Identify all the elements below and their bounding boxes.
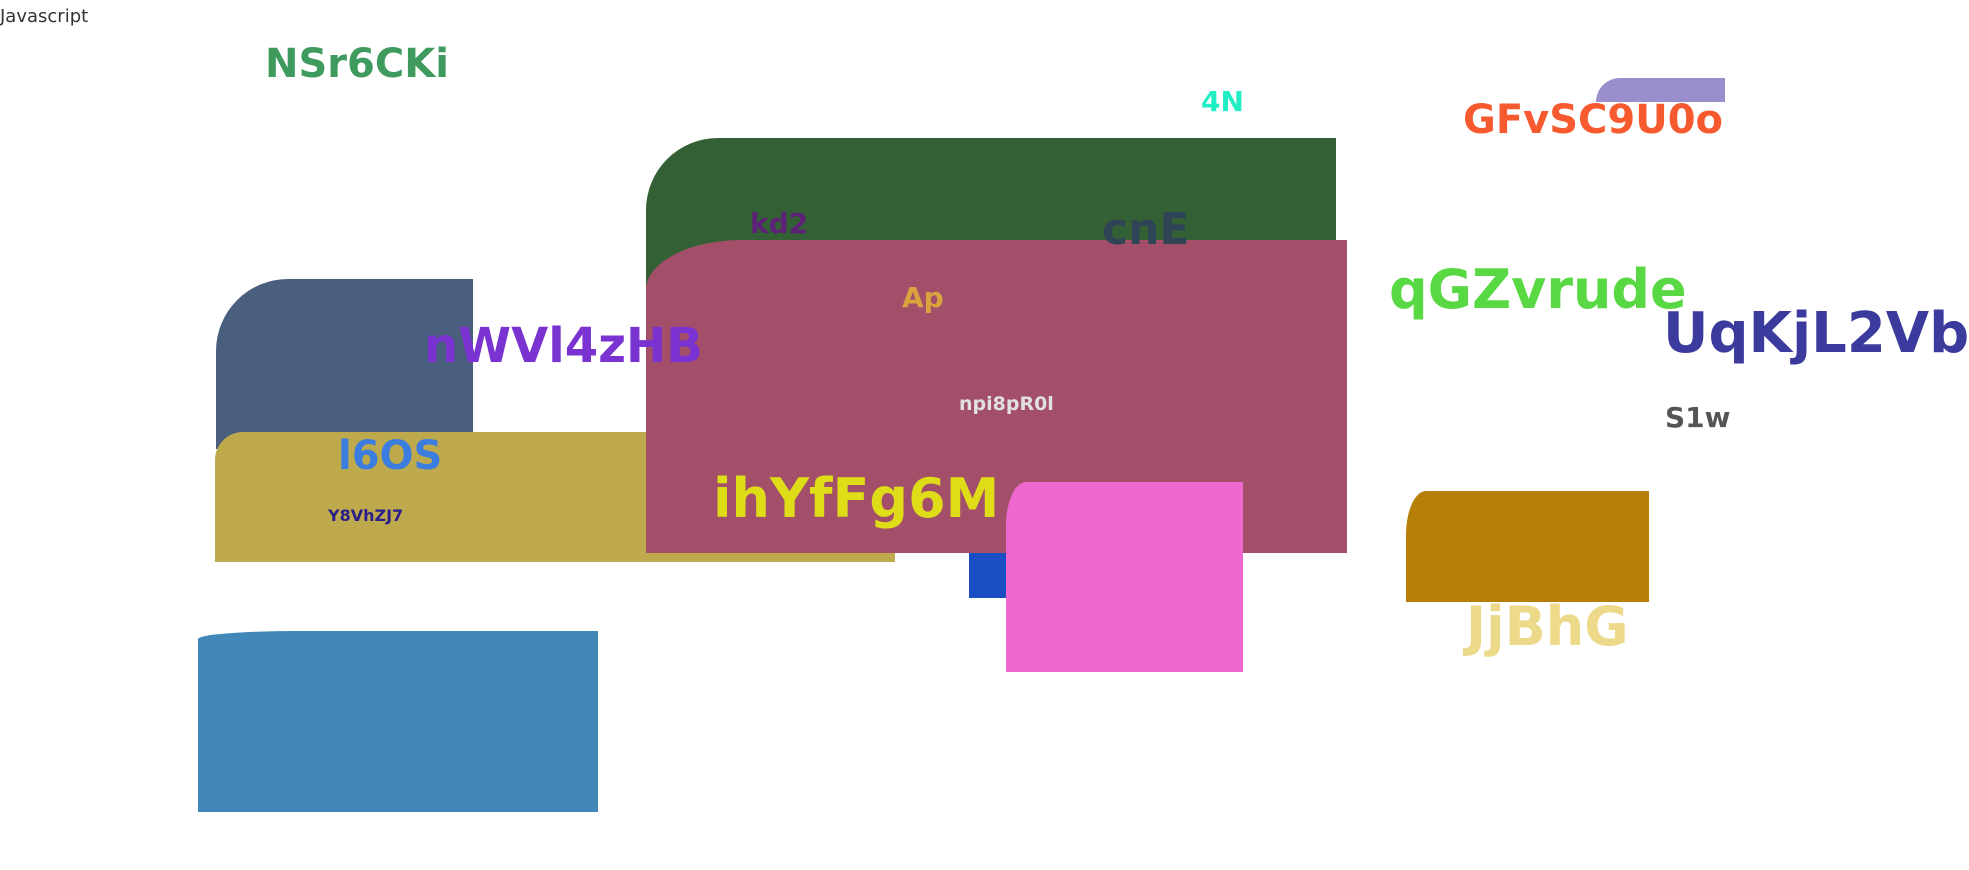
label-nwvl4zhb: nWVl4zHB: [424, 318, 703, 374]
amber-panel: [1406, 491, 1649, 602]
label-l6os: l6OS: [338, 433, 443, 479]
slate-panel: [216, 279, 473, 449]
label-y8vhzj7: Y8VhZJ7: [328, 506, 404, 525]
label-gfvsc9u0o: GFvSC9U0o: [1463, 97, 1724, 143]
label-kd2: kd2: [750, 207, 809, 240]
steel-blue-panel: [198, 631, 598, 812]
corner-label: Javascript: [0, 6, 89, 27]
label-nsr6cki: NSr6CKi: [265, 41, 449, 87]
label-ap: Ap: [902, 281, 944, 314]
label-cne: cnE: [1102, 204, 1190, 255]
label-npi8pr0l: npi8pR0l: [959, 393, 1054, 415]
pink-panel: [1006, 482, 1243, 672]
label-uqkjl2vb: UqKjL2Vb: [1663, 301, 1969, 366]
label-ihyffg6m: ihYfFg6M: [713, 467, 1000, 530]
label-qgzvrude: qGZvrude: [1389, 258, 1687, 321]
label-4n: 4N: [1201, 85, 1244, 118]
label-s1w: S1w: [1665, 401, 1731, 434]
label-jjbhg: JjBhG: [1466, 595, 1629, 658]
lavender-tab: [1596, 78, 1725, 102]
